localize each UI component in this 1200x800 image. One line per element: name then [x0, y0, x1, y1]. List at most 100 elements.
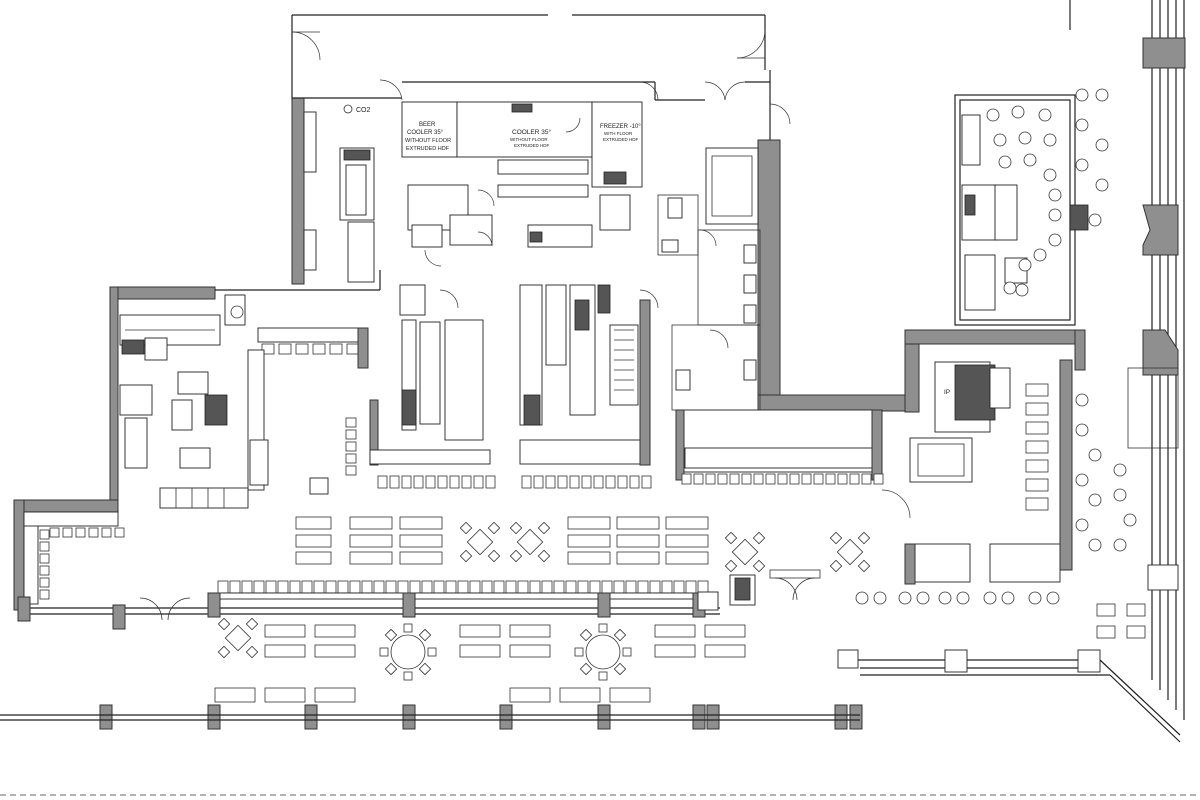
- kitchen-prep-area: [303, 111, 631, 283]
- ip-label: IP: [944, 389, 950, 396]
- bar-stool: [825, 473, 836, 485]
- chair: [574, 647, 584, 657]
- bar-stool: [801, 473, 812, 485]
- banquette-seat: [277, 580, 289, 594]
- chair: [509, 549, 523, 563]
- banquette-seat: [601, 580, 613, 594]
- table-two-top: [616, 551, 660, 565]
- chair: [724, 559, 738, 573]
- chair: [1075, 473, 1089, 487]
- bar-stool: [75, 527, 86, 538]
- chair: [1075, 88, 1089, 102]
- banquette-seat: [517, 580, 529, 594]
- beer-cooler-line-2: COOLER 35°: [407, 130, 444, 136]
- table-two-top: [609, 687, 651, 703]
- chair: [752, 559, 766, 573]
- chair: [1075, 518, 1089, 532]
- chair: [1113, 488, 1127, 502]
- cook-line: [399, 284, 659, 441]
- table-two-top: [616, 534, 660, 548]
- entry-doors: [291, 29, 791, 125]
- bar-stool: [849, 473, 860, 485]
- beer-cooler-label: BEER COOLER 35° WITHOUT FLOOR EXTRUDED H…: [405, 122, 451, 152]
- chair: [459, 521, 473, 535]
- right-railings: [1069, 0, 1186, 720]
- banquette-seat: [469, 580, 481, 594]
- bar-stool: [533, 475, 544, 489]
- bar-stool: [705, 473, 716, 485]
- bar-stool: [101, 527, 112, 538]
- chair: [1023, 153, 1037, 167]
- bar-stool: [641, 475, 652, 489]
- chair: [898, 591, 912, 605]
- chair: [1123, 513, 1137, 527]
- bar-stool: [345, 429, 357, 440]
- banquette-seat: [553, 580, 565, 594]
- chair: [1048, 233, 1062, 247]
- banquette-seat: [577, 580, 589, 594]
- chair: [1033, 248, 1047, 262]
- chair: [403, 671, 413, 681]
- chair: [418, 662, 432, 676]
- chair: [1095, 138, 1109, 152]
- banquette-back: [214, 592, 701, 600]
- table-two-top: [264, 644, 306, 658]
- chair: [857, 559, 871, 573]
- chair: [1113, 463, 1127, 477]
- bar-stool: [629, 475, 640, 489]
- chair: [384, 628, 398, 642]
- column: [17, 596, 31, 622]
- freezer-line-1: FREEZER -10°: [600, 124, 641, 130]
- banquette-seat: [685, 580, 697, 594]
- bar-stool: [557, 475, 568, 489]
- bar-stool: [581, 475, 592, 489]
- banquette-seat: [361, 580, 373, 594]
- bar-stool: [1025, 497, 1049, 511]
- chair: [829, 531, 843, 545]
- patio-rail: [0, 649, 1200, 796]
- bar-stool: [741, 473, 752, 485]
- banquette-seat: [301, 580, 313, 594]
- table-two-top: [567, 534, 611, 548]
- cooler-line-3: EXTRUDED HDF: [514, 143, 550, 148]
- banquette-seat: [541, 580, 553, 594]
- bar-stool: [278, 343, 292, 355]
- banquette-seat: [481, 580, 493, 594]
- bar-stool: [329, 343, 343, 355]
- lounge-seating: [986, 105, 1062, 297]
- bar-stool: [413, 475, 424, 489]
- banquette-seat: [325, 580, 337, 594]
- freezer-line-2: WITH FLOOR: [604, 131, 633, 136]
- bar-stool: [425, 475, 436, 489]
- chair: [916, 591, 930, 605]
- chair: [1048, 188, 1062, 202]
- beer-cooler-line-1: BEER: [419, 122, 436, 128]
- banquette-seat: [445, 580, 457, 594]
- banquette-seat: [253, 580, 265, 594]
- bar-stool: [377, 475, 388, 489]
- table-two-top: [349, 516, 393, 530]
- chair: [1028, 591, 1042, 605]
- chair: [598, 671, 608, 681]
- table-two-top: [399, 534, 443, 548]
- table-two-top: [654, 624, 696, 638]
- table-two-top: [567, 551, 611, 565]
- chair: [509, 521, 523, 535]
- outdoor-bar: [881, 359, 1073, 585]
- column: [597, 592, 611, 618]
- table-two-top: [214, 687, 256, 703]
- chair: [613, 662, 627, 676]
- table-two-top: [704, 624, 746, 638]
- table-square: [836, 538, 864, 566]
- chair: [1003, 281, 1017, 295]
- column: [499, 704, 513, 730]
- chair: [938, 591, 952, 605]
- banquette-seat: [241, 580, 253, 594]
- chair: [245, 645, 259, 659]
- chair: [245, 617, 259, 631]
- table-round: [585, 634, 621, 670]
- chair: [1046, 591, 1060, 605]
- bar-stool: [485, 475, 496, 489]
- bar-stool: [837, 473, 848, 485]
- bar-stool: [401, 475, 412, 489]
